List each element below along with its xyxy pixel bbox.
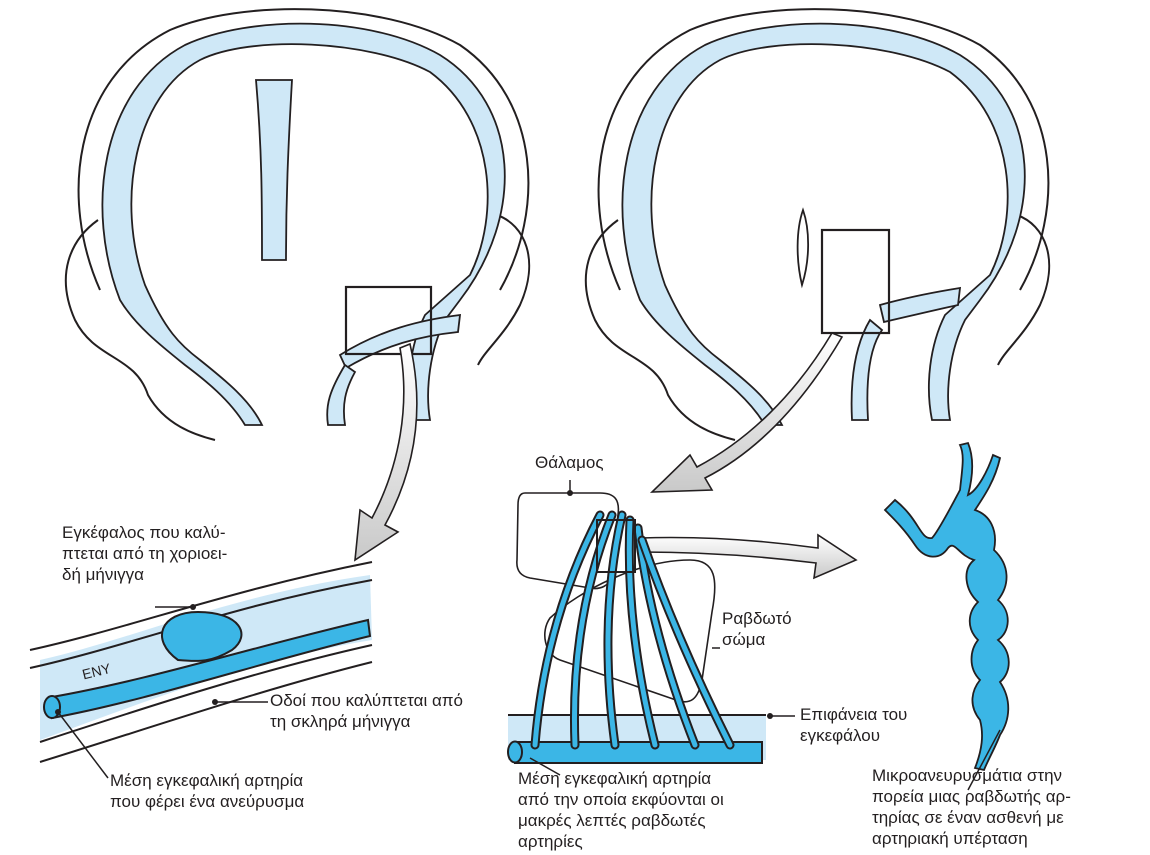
leader-surface-dot [767,713,773,719]
left-head-outline [79,9,529,290]
left-sylvian-band [340,315,460,368]
left-ear [66,220,215,440]
left-head-csf-band [102,24,504,425]
leader-thalamus-dot [567,490,573,496]
right-head-outline [599,9,1049,290]
leader-mca-dot [55,709,61,715]
label-dura-route: Οδοί που καλύπτεται από τη σκληρά μήνιγγ… [270,690,463,732]
label-thalamus: Θάλαμος [535,452,604,473]
left-zoom-arrow [355,344,417,560]
left-falx [256,80,292,260]
leader-dura-dot [212,699,218,705]
micro-zoom-arrow [640,535,856,578]
right-lower-stem [852,320,882,420]
leader-brain-dot [190,604,196,610]
label-mca-aneurysm: Μέση εγκεφαλική αρτηρία που φέρει ένα αν… [110,770,304,812]
label-microaneurysms: Μικροανευρυσμάτια στην πορεία μιας ραβδω… [872,765,1136,849]
label-mca-lenticulostriate: Μέση εγκεφαλική αρτηρία από την οποία εκ… [518,768,773,852]
label-brain-choroid: Εγκέφαλος που καλύ- πτεται από τη χοριοε… [62,522,227,585]
left-lower-stem [327,365,355,425]
mca-main [515,742,762,763]
right-ventricle-slit [798,210,809,285]
mca-main-end [508,742,522,763]
right-left-ear [586,220,735,440]
label-brain-surface: Επιφάνεια του εγκεφάλου [800,704,907,746]
label-striatum: Ραβδωτό σώμα [722,608,792,650]
right-zoom-box [822,230,889,333]
